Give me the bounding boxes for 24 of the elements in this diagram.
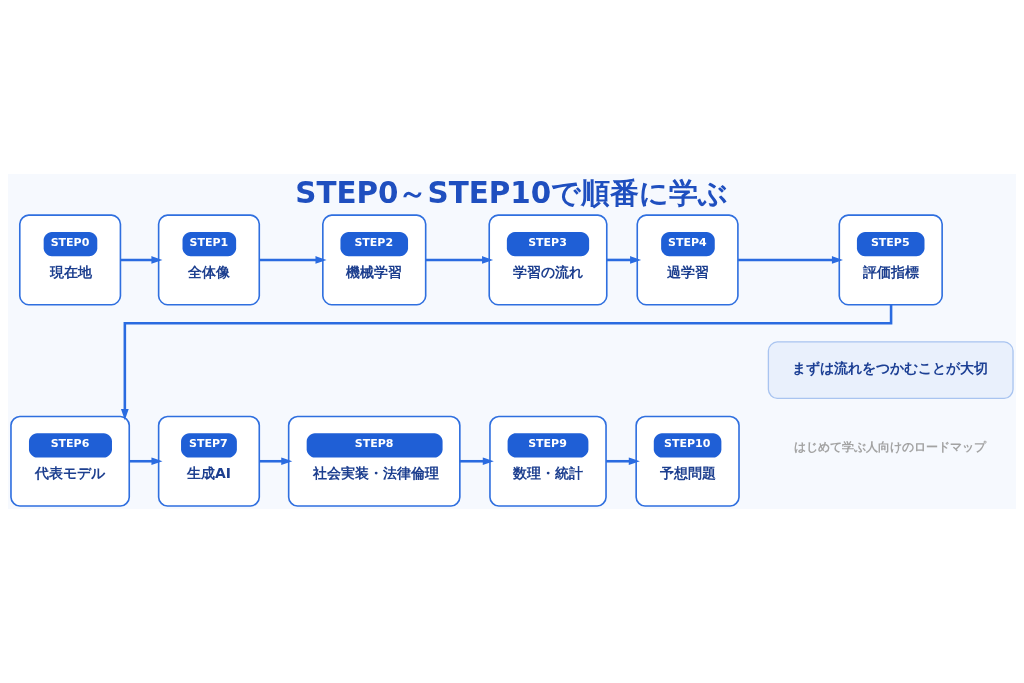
node-box: STEP10 予想問題 [635,415,740,507]
node-box: STEP4 過学習 [636,214,739,306]
arrow [259,457,293,466]
arrow [120,256,163,264]
node-box: STEP1 全体像 [157,214,261,306]
arrow [120,305,893,421]
arrow [259,256,327,264]
arrow [129,457,163,466]
node-box: STEP7 生成AI [157,415,261,507]
arrow [606,256,642,264]
node-box: まずは流れをつかむことが大切 [767,341,1014,400]
node-box: STEP2 機械学習 [322,214,427,306]
node-box: STEP5 評価指標 [838,214,943,306]
node-box: STEP6 代表モデル [10,415,131,507]
arrow [459,457,494,466]
node-box: STEP0 現在地 [19,214,122,306]
diagram-title: STEP0～STEP10で順番に学ぶ [295,175,729,210]
arrow [425,256,494,264]
arrow [606,457,640,466]
node-box: STEP8 社会実装・法律倫理 [287,415,461,507]
arrow [738,256,843,264]
node-box: STEP3 学習の流れ [488,214,608,306]
label: はじめて学ぶ人向けのロードマップ [794,439,987,454]
node-box: STEP9 数理・統計 [489,415,607,507]
